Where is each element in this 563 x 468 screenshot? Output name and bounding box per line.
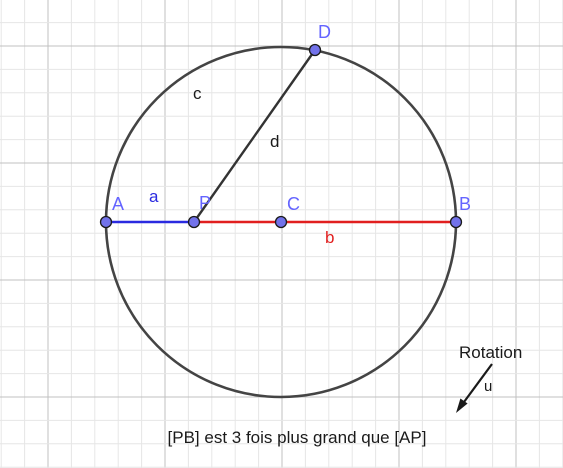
circle-c-label: c [193, 84, 202, 103]
segment-a-label: a [149, 187, 159, 206]
caption: [PB] est 3 fois plus grand que [AP] [168, 428, 427, 447]
point-p[interactable] [187, 215, 201, 229]
segment-pd[interactable] [193, 49, 316, 223]
point-b-label: B [459, 194, 471, 214]
point-c[interactable] [274, 215, 288, 229]
point-c-label: C [287, 194, 300, 214]
rotation-label: Rotation [459, 343, 522, 362]
point-a[interactable] [99, 215, 113, 229]
point-b[interactable] [449, 215, 463, 229]
segment-b-label: b [325, 228, 334, 247]
point-d-label: D [318, 22, 331, 42]
point-a-label: A [112, 194, 124, 214]
rotation-vector-label: u [484, 378, 492, 395]
point-d[interactable] [308, 43, 322, 57]
rotation-vector-u[interactable] [456, 363, 493, 413]
arrow-head-icon [456, 398, 468, 413]
segment-d-label: d [270, 132, 279, 151]
point-p-label: P [199, 193, 211, 213]
